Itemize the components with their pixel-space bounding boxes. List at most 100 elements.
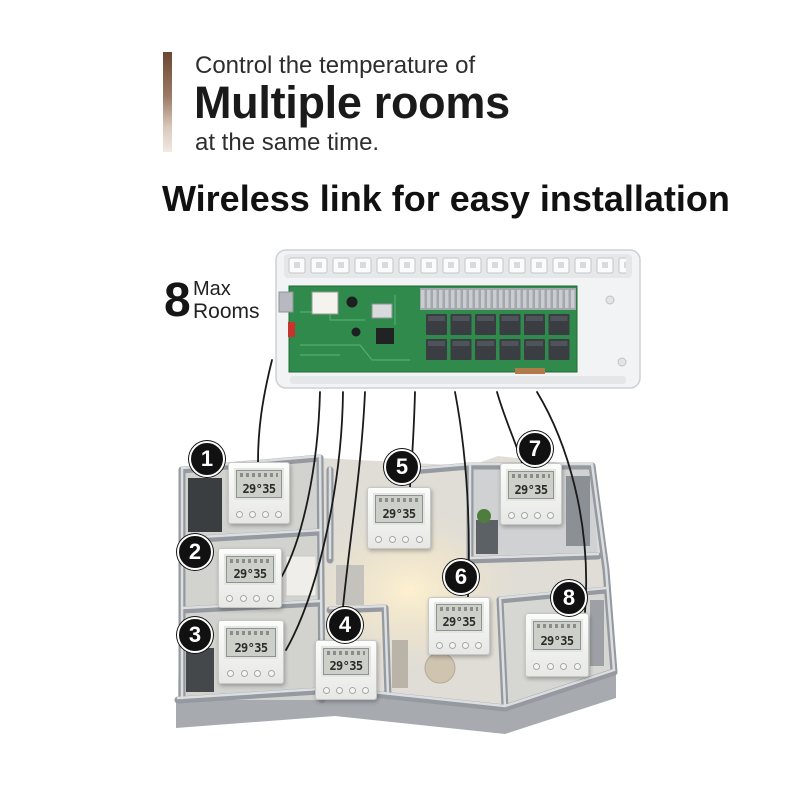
microcontroller-chip: [376, 328, 394, 344]
thermostat-buttons: [226, 594, 274, 602]
capacitor: [346, 296, 358, 308]
max-rooms-label-bottom: Rooms: [193, 300, 260, 323]
thermostat-display: 29°35: [530, 618, 584, 653]
thermostat-button: [348, 686, 356, 694]
sofa-room-7: [476, 520, 498, 554]
room-number-badge: 1: [189, 441, 225, 477]
headline-line-2: Multiple rooms: [194, 77, 510, 128]
temperature-readout: 29°35: [242, 482, 276, 497]
relay-array: [426, 314, 573, 360]
resistor-row: [515, 368, 545, 374]
thermostat-button: [546, 663, 554, 671]
room-number-badge: 4: [327, 607, 363, 643]
thermostat-button: [361, 686, 369, 694]
thermostat-room-2: 29°35: [218, 548, 282, 608]
thermostat-buttons: [323, 686, 369, 694]
counter-room-7: [566, 476, 590, 546]
sofa-living-room: [392, 640, 408, 688]
thermostat-display: 29°35: [505, 468, 557, 502]
thermostat-buttons: [226, 670, 276, 678]
wiring-center-controller: [275, 249, 641, 389]
power-connector: [278, 291, 294, 313]
temperature-readout: 29°35: [329, 658, 363, 673]
dining-table: [424, 652, 456, 684]
thermostat-button: [236, 510, 244, 518]
thermostat-display: 29°35: [320, 645, 372, 677]
temperature-readout: 29°35: [442, 614, 476, 629]
thermostat-button: [375, 535, 383, 543]
thermostat-room-3: 29°35: [218, 620, 284, 684]
thermostat-button: [560, 663, 568, 671]
accent-bar: [163, 52, 172, 152]
thermostat-button: [240, 670, 248, 678]
red-fuse: [288, 322, 295, 337]
room-number-badge: 2: [177, 534, 213, 570]
max-rooms-number: 8: [164, 274, 191, 327]
thermostat-button: [474, 641, 482, 649]
room-number-badge: 8: [551, 580, 587, 616]
thermostat-button: [436, 641, 444, 649]
thermostat-button: [388, 535, 396, 543]
thermostat-room-7: 29°35: [500, 463, 562, 525]
wire-room-8: [536, 391, 588, 613]
capacitor: [351, 327, 361, 337]
thermostat-button: [254, 670, 262, 678]
thermostat-button: [508, 511, 516, 519]
mounting-hole: [605, 295, 615, 305]
thermostat-display: 29°35: [233, 467, 285, 501]
thermostat-button: [415, 535, 423, 543]
thermostat-button: [323, 686, 331, 694]
wire-room-1: [257, 359, 273, 463]
controller-bottom-rim: [290, 376, 626, 384]
thermostat-button: [239, 594, 247, 602]
thermostat-button: [226, 594, 234, 602]
thermostat-room-5: 29°35: [367, 487, 431, 549]
temperature-readout: 29°35: [514, 483, 548, 498]
thermostat-button: [274, 510, 282, 518]
thermostat-button: [268, 670, 276, 678]
thermostat-room-6: 29°35: [428, 597, 490, 655]
thermostat-button: [249, 510, 257, 518]
thermostat-button: [546, 511, 554, 519]
thermostat-button: [336, 686, 344, 694]
thermostat-buttons: [508, 511, 554, 519]
plant-icon: [477, 509, 491, 523]
thermostat-button: [573, 663, 581, 671]
thermostat-button: [521, 511, 529, 519]
thermostat-button: [266, 594, 274, 602]
room-number-badge: 5: [384, 449, 420, 485]
thermostat-button: [261, 510, 269, 518]
thermostat-buttons: [236, 510, 282, 518]
temperature-readout: 29°35: [382, 507, 416, 522]
subheading: Wireless link for easy installation: [162, 178, 730, 219]
max-rooms-label-top: Max: [193, 278, 231, 300]
thermostat-button: [253, 594, 261, 602]
room-number-badge: 3: [177, 617, 213, 653]
thermostat-display: 29°35: [372, 492, 426, 526]
cabinet-room-3: [186, 648, 214, 692]
thermostat-display: 29°35: [224, 625, 278, 660]
thermostat-button: [461, 641, 469, 649]
temperature-readout: 29°35: [233, 566, 267, 581]
stairs-area: [336, 565, 364, 605]
wireless-module: [371, 303, 393, 319]
room-number-badge: 6: [443, 559, 479, 595]
thermostat-buttons: [375, 535, 423, 543]
terminal-block: [420, 288, 576, 310]
cable-clamp-row: [286, 256, 626, 276]
headline-line-3: at the same time.: [195, 129, 380, 156]
circuit-traces: [300, 295, 410, 361]
thermostat-buttons: [533, 663, 581, 671]
temperature-readout: 29°35: [234, 641, 268, 656]
wire-room-2: [281, 391, 321, 577]
thermostat-button: [449, 641, 457, 649]
room-8-cabinet: [590, 600, 604, 666]
transformer: [311, 291, 339, 315]
thermostat-room-8: 29°35: [525, 613, 589, 677]
thermostat-button: [533, 511, 541, 519]
room-number-badge: 7: [517, 431, 553, 467]
thermostat-button: [226, 670, 234, 678]
thermostat-display: 29°35: [223, 553, 277, 585]
